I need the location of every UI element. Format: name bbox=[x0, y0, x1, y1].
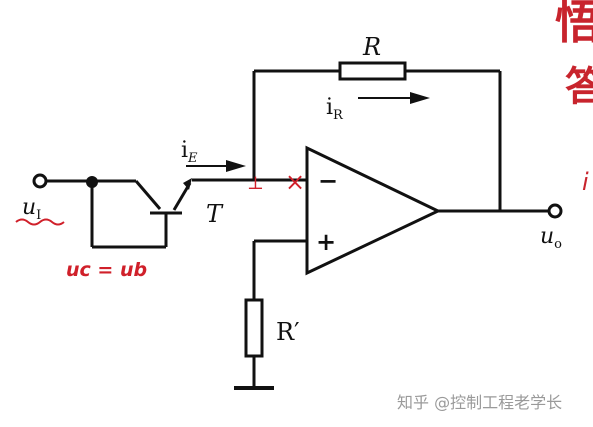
current-iE-arrow bbox=[186, 160, 246, 172]
transistor-T bbox=[90, 179, 192, 249]
resistor-R-prime bbox=[244, 298, 264, 358]
side-fragment: i bbox=[582, 168, 589, 196]
corner-fragment-1: 悟 bbox=[555, 0, 593, 49]
red-annotations: ⊥ × uc = ub bbox=[15, 168, 305, 281]
current-iR-arrow bbox=[358, 92, 430, 104]
watermark-text: 知乎 @控制工程老学长 bbox=[397, 393, 562, 412]
cross-mark: × bbox=[285, 168, 305, 196]
opamp-plus-sign: + bbox=[316, 227, 336, 256]
output-terminal bbox=[547, 203, 563, 219]
virtual-ground-mark: ⊥ bbox=[247, 173, 264, 194]
transistor-emitter-arrow bbox=[183, 178, 192, 190]
label-input-uI: uI bbox=[22, 195, 41, 223]
label-transistor-T: T bbox=[206, 200, 224, 228]
feedback-network bbox=[252, 69, 502, 211]
label-resistor-R: R bbox=[362, 33, 381, 61]
label-current-iE: iE bbox=[181, 138, 198, 166]
resistor-R bbox=[338, 61, 407, 81]
opamp-triangle bbox=[305, 145, 442, 276]
squiggle-underline bbox=[15, 218, 65, 226]
label-current-iR: iR bbox=[326, 95, 344, 123]
input-terminal bbox=[32, 173, 48, 189]
label-output-uo: uo bbox=[540, 224, 562, 252]
non-inverting-branch bbox=[252, 239, 307, 388]
corner-fragment-2: 答 bbox=[565, 63, 593, 110]
label-resistor-R-prime: R′ bbox=[276, 318, 300, 346]
opamp-minus-sign: − bbox=[318, 166, 338, 195]
handwritten-note-uc-equals-ub: uc = ub bbox=[66, 259, 147, 281]
corner-annotation-fragments: 悟 答 i bbox=[555, 0, 593, 196]
